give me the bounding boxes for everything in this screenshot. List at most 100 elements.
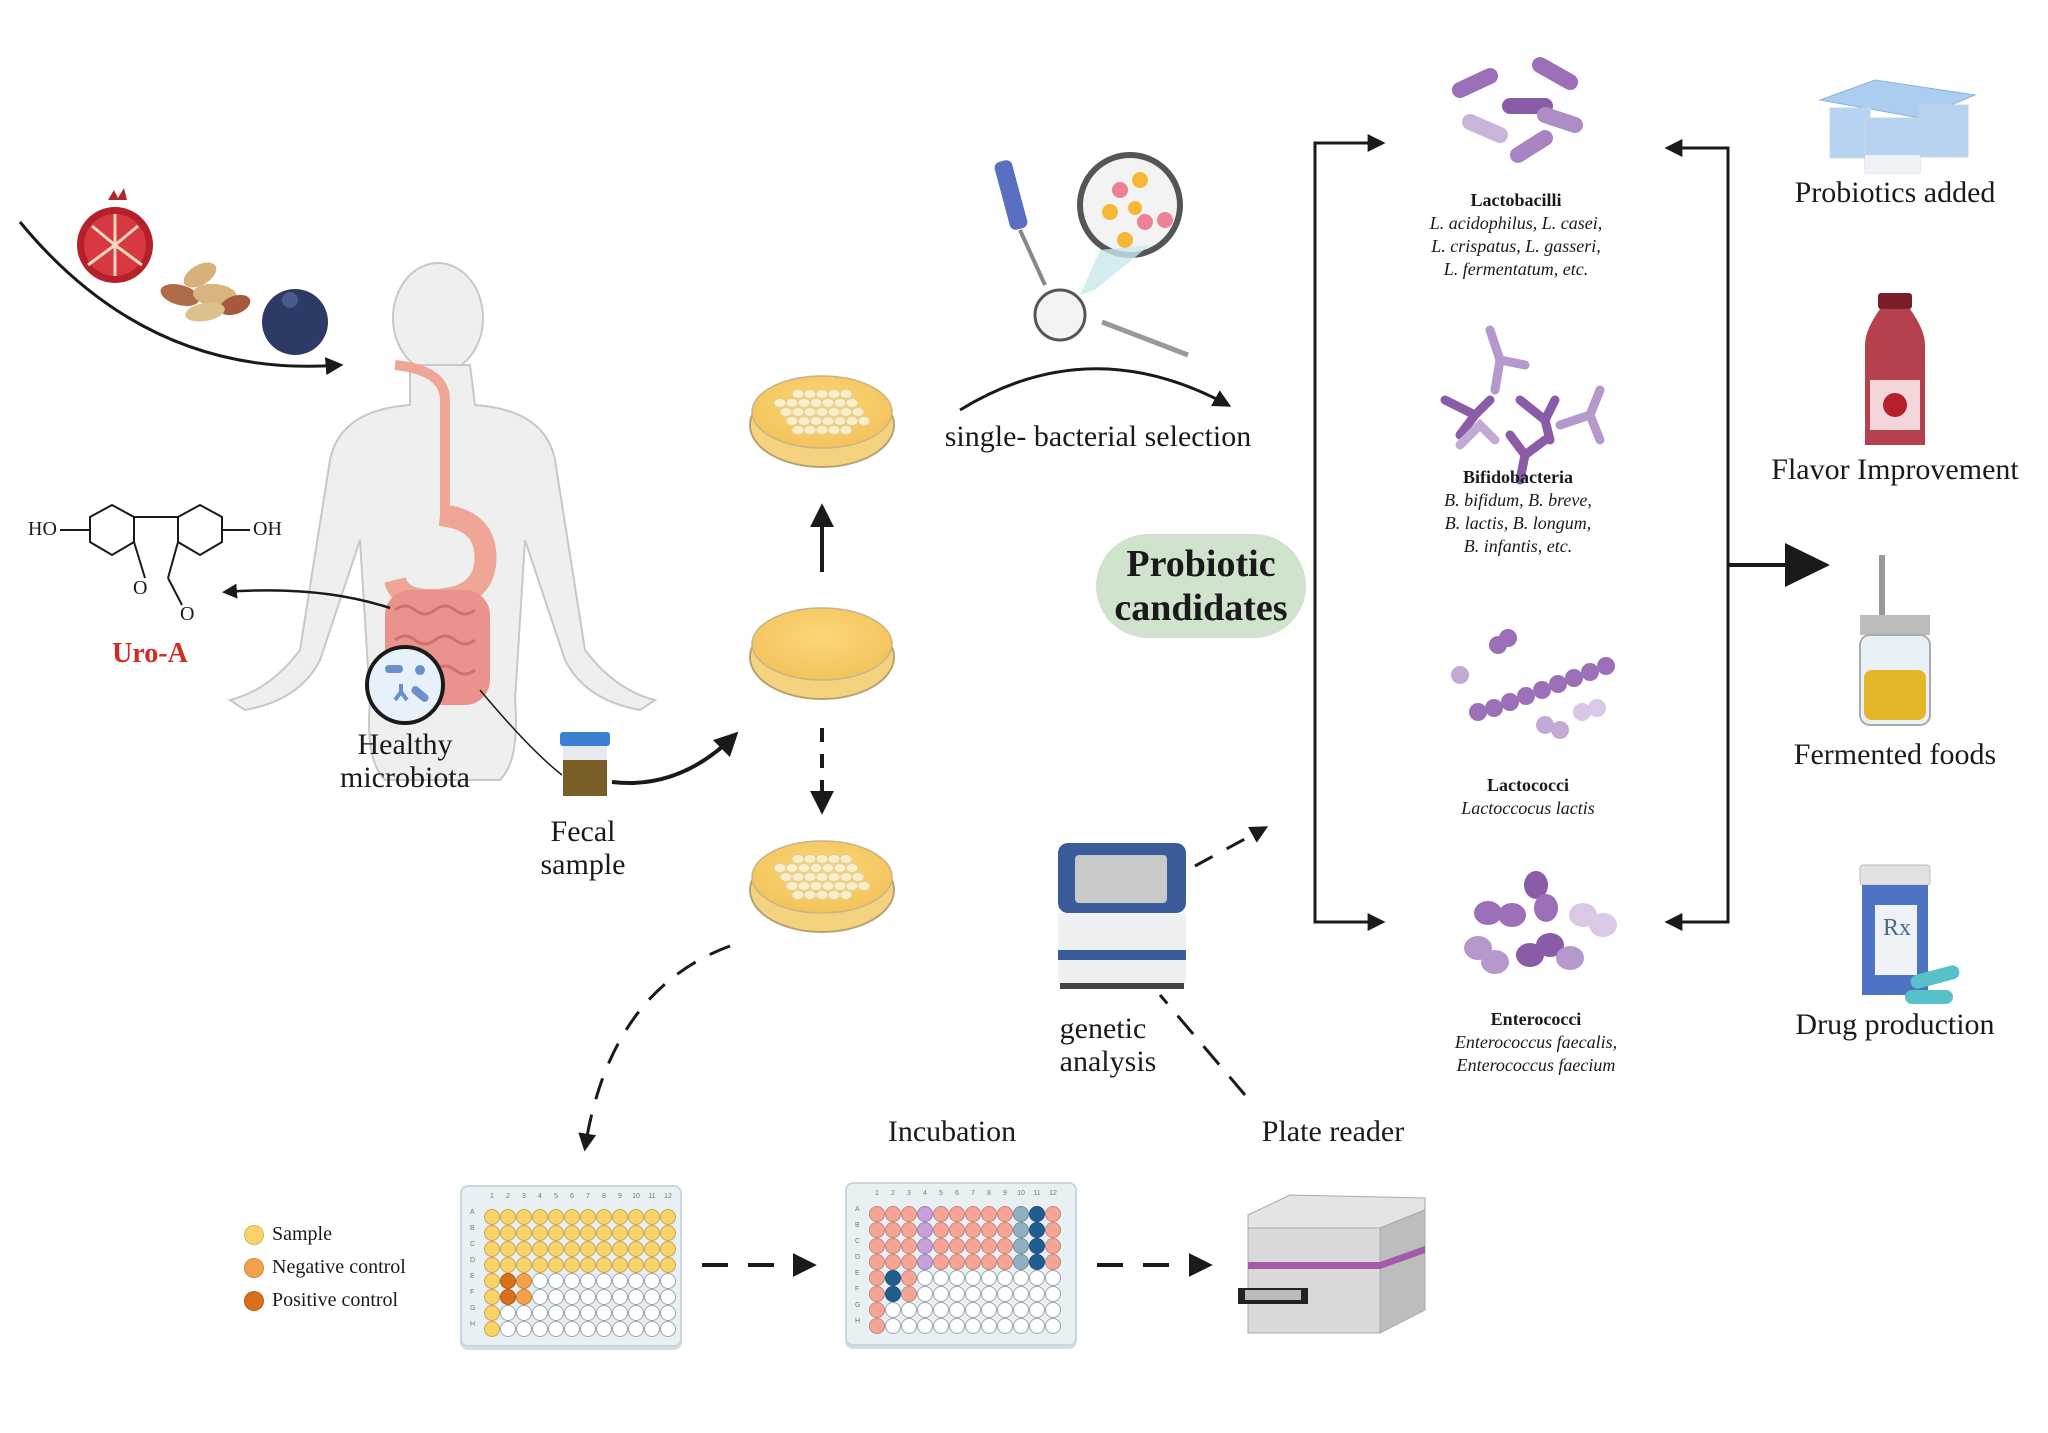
plate-well <box>948 1269 965 1286</box>
plate-well <box>563 1304 580 1321</box>
plate-row-label: E <box>855 1270 860 1277</box>
application-flavor-improvement: Flavor Improvement <box>1771 453 2019 486</box>
legend-label: Positive control <box>272 1289 399 1311</box>
plate-column-label: 10 <box>1017 1190 1025 1197</box>
plate-row-label: B <box>470 1225 475 1232</box>
applications-arrowhead <box>1785 543 1830 587</box>
plate-well <box>531 1272 548 1289</box>
plate-column-label: 12 <box>664 1193 672 1200</box>
plate-well <box>595 1240 612 1257</box>
colony <box>815 872 829 882</box>
species-line: L. crispatus, L. gasseri, <box>1431 236 1601 256</box>
plate-well <box>1044 1301 1061 1318</box>
plate-column-label: 2 <box>891 1190 895 1197</box>
plate-well <box>884 1301 901 1318</box>
coccus-cell <box>1499 629 1517 647</box>
plate-well <box>948 1285 965 1302</box>
colony <box>785 863 799 873</box>
petri-dish-plain <box>749 607 895 700</box>
sample-to-dish-arrow <box>611 731 739 785</box>
plate-well <box>499 1256 516 1273</box>
plate-well <box>932 1301 949 1318</box>
colony <box>791 854 805 864</box>
plate-well <box>627 1288 644 1305</box>
plate-well <box>547 1256 564 1273</box>
colony <box>851 872 865 882</box>
application-probiotics-added: Probiotics added <box>1794 176 1996 209</box>
plate-well <box>1012 1301 1029 1318</box>
colony <box>833 398 847 408</box>
plate-column-label: 8 <box>602 1193 606 1200</box>
bacteria-enterococci: Enterococci Enterococcus faecalis, Enter… <box>1455 1007 1617 1077</box>
plate-well <box>1044 1285 1061 1302</box>
plate-well <box>980 1206 997 1222</box>
plate-well <box>643 1320 660 1337</box>
plate-row-label: C <box>470 1241 476 1248</box>
colony <box>833 863 847 873</box>
genetic-analysis-label: genetic analysis <box>1060 1012 1157 1078</box>
species-line: B. bifidum, B. breve, <box>1444 490 1592 510</box>
colonies <box>773 389 871 900</box>
plate-column-label: 5 <box>554 1193 558 1200</box>
colony <box>833 881 847 891</box>
plate-well <box>884 1253 901 1270</box>
plate-well <box>932 1221 949 1238</box>
yogurt-cups-icon <box>1818 79 1977 174</box>
plate-well <box>563 1288 580 1305</box>
plate-column-label: 9 <box>1003 1190 1007 1197</box>
coccus-cell <box>1501 693 1519 711</box>
plate-row-label: D <box>855 1254 861 1261</box>
plate-well <box>579 1320 596 1337</box>
plate-well <box>1044 1221 1061 1238</box>
plate-well <box>579 1288 596 1305</box>
plate-well <box>869 1317 885 1334</box>
plate-well <box>1012 1317 1029 1334</box>
uro-a-ho-group: HO <box>28 518 57 540</box>
colony <box>845 398 859 408</box>
coccus-cell <box>1533 681 1551 699</box>
candidate-bracket-right <box>1670 146 1730 924</box>
plate-well <box>1012 1237 1029 1254</box>
plate-well <box>659 1209 676 1225</box>
plate-well <box>627 1272 644 1289</box>
healthy-microbiota-label: Healthy microbiota <box>340 728 470 794</box>
genetic-analysis-line2: analysis <box>1059 1045 1157 1078</box>
plate-reader-to-analyzer-dashed <box>1158 994 1247 1096</box>
plate-well <box>531 1224 548 1241</box>
species-line: Enterococcus faecalis, <box>1454 1032 1618 1052</box>
plate-well <box>611 1320 628 1337</box>
colony <box>839 890 853 900</box>
plate-column-label: 3 <box>907 1190 911 1197</box>
plate-row-label: G <box>470 1305 476 1312</box>
plate-row-label: F <box>470 1289 475 1296</box>
plate-row-label: H <box>855 1318 861 1325</box>
pomegranate-icon <box>77 188 153 283</box>
plate-well <box>996 1285 1013 1302</box>
plate-well <box>563 1224 580 1241</box>
plate-well <box>916 1269 933 1286</box>
colony <box>827 425 841 435</box>
plate-well <box>916 1237 933 1254</box>
colony <box>773 863 787 873</box>
colony <box>791 425 805 435</box>
plate-well <box>515 1304 532 1321</box>
plate-well <box>547 1240 564 1257</box>
plate-well <box>980 1285 997 1302</box>
bifidobacteria-icon <box>1440 325 1605 485</box>
colony <box>839 872 853 882</box>
plate-well <box>1028 1221 1045 1238</box>
plate-well <box>643 1256 660 1273</box>
colony <box>821 398 835 408</box>
plate-well <box>980 1269 997 1286</box>
plate-well <box>515 1256 532 1273</box>
plate-well <box>1044 1317 1061 1334</box>
plate-well <box>980 1237 997 1254</box>
coccus-cell <box>1565 669 1583 687</box>
plate-well <box>579 1224 596 1241</box>
colony <box>803 890 817 900</box>
plate-well <box>884 1317 901 1334</box>
colony <box>815 890 829 900</box>
plate-well <box>627 1304 644 1321</box>
